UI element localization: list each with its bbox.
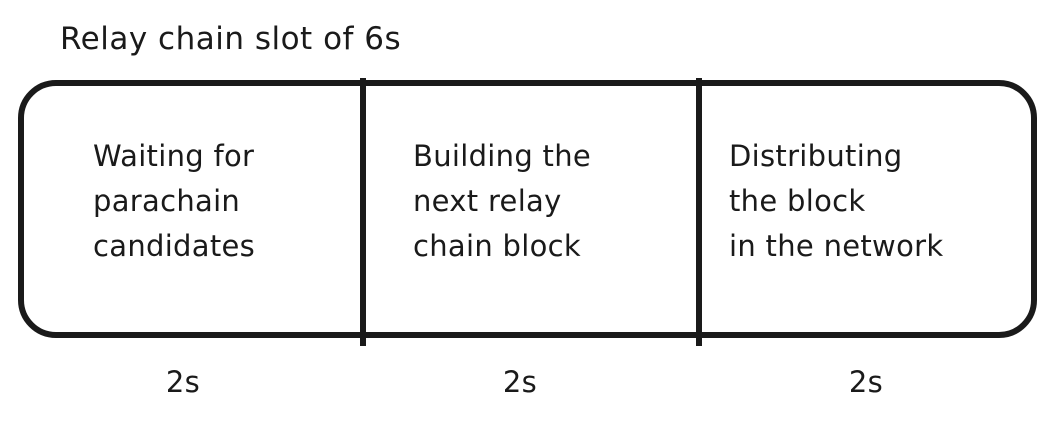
segment-divider-2 [696, 78, 702, 346]
segment-duration-2: 2s [502, 365, 538, 399]
segment-label-waiting-for-parachain-candidates: Waiting for parachain candidates [93, 139, 256, 263]
diagram-title: Relay chain slot of 6s [60, 21, 402, 57]
segment-label-building-the-next-relay-chain-block: Building the next relay chain block [413, 139, 592, 263]
segment-duration-1: 2s [165, 365, 201, 399]
segment-divider-1 [360, 78, 366, 346]
relay-chain-slot-bar [18, 80, 1037, 338]
segment-duration-3: 2s [848, 365, 884, 399]
segment-label-distributing-the-block-in-the-network: Distributing the block in the network [729, 139, 944, 263]
